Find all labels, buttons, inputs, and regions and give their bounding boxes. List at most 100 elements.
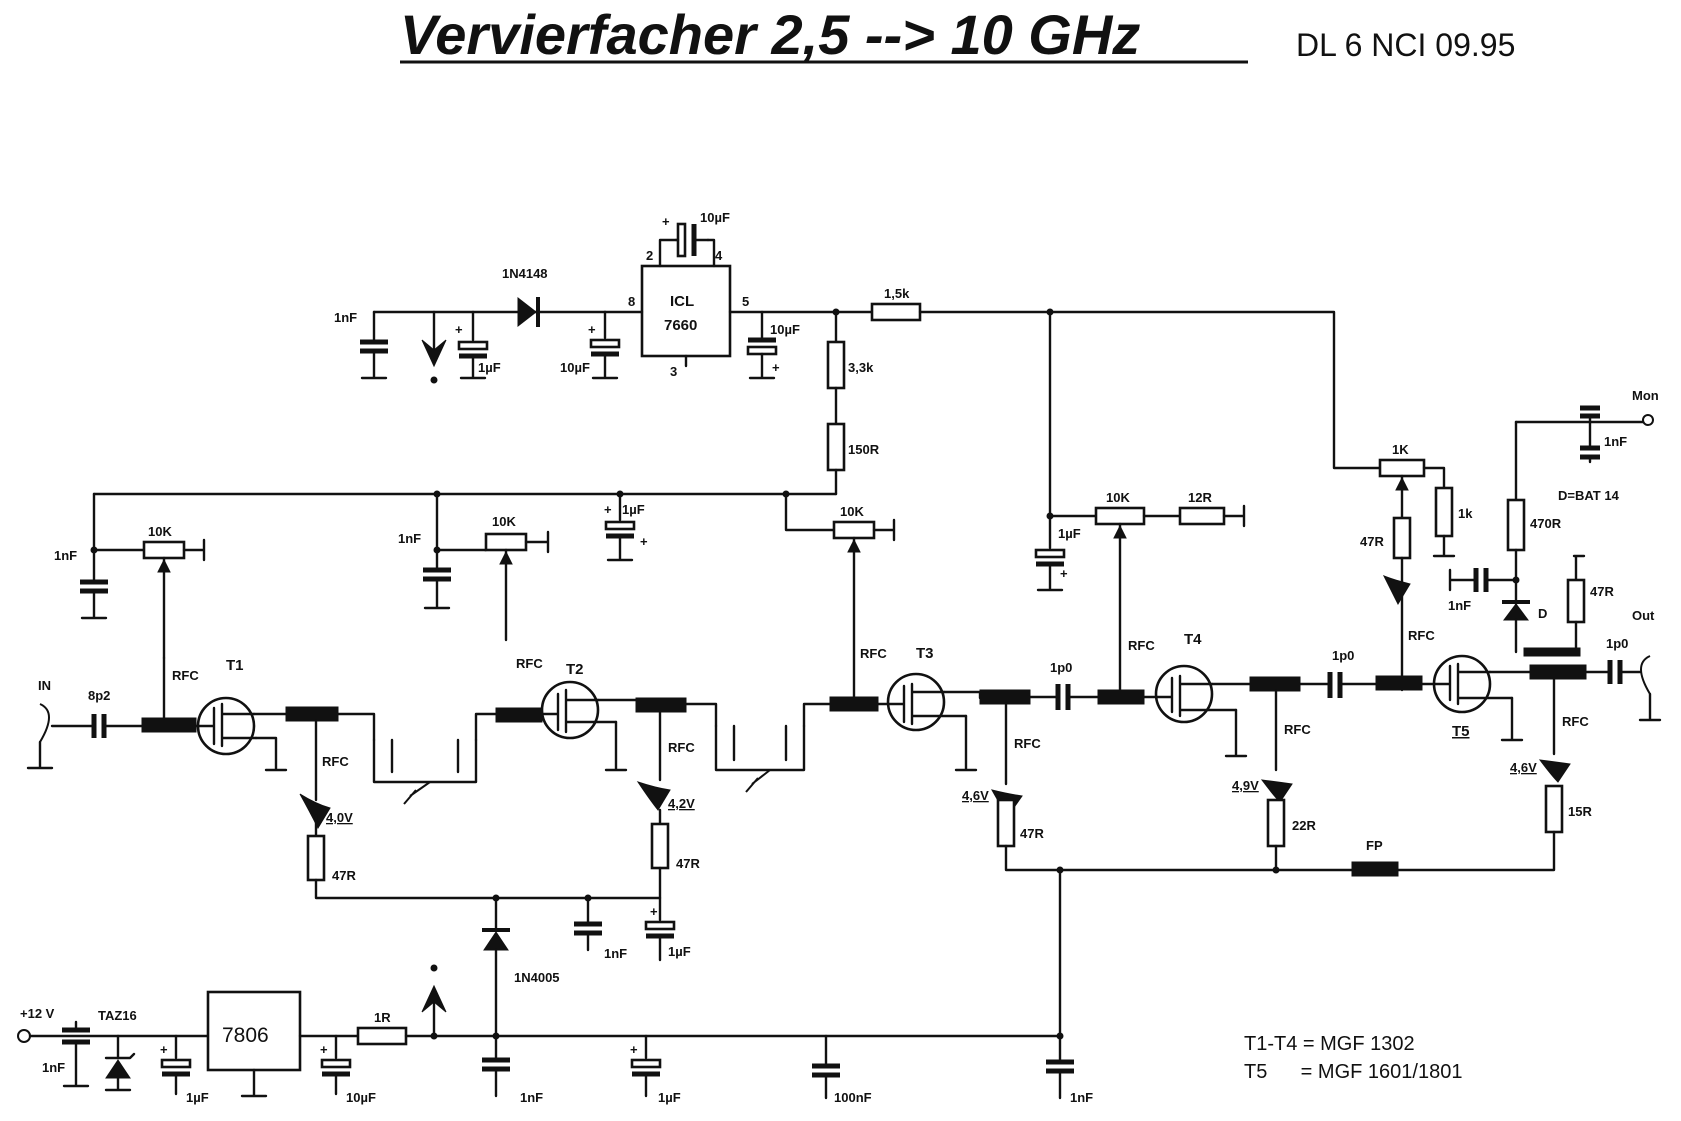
svg-text:RFC: RFC	[1562, 714, 1589, 729]
icl-pin4: 4	[715, 248, 723, 263]
svg-text:10K: 10K	[1106, 490, 1130, 505]
svg-text:+: +	[604, 502, 612, 517]
svg-text:+: +	[320, 1042, 328, 1057]
r-47R-t2	[650, 822, 670, 870]
r-1-5k-label: 1,5k	[884, 286, 910, 301]
negative-supply: 1nF + 1µF 1N4148 + 10µF ICL 7660 8 5 3 2…	[334, 210, 1382, 496]
title: Vervierfacher 2,5 --> 10 GHz	[400, 3, 1140, 66]
icl-label-2: 7660	[664, 317, 697, 334]
in-label: IN	[38, 678, 51, 693]
t4-t5-bias: 1µF + 10K 12R 1K 1k 47R	[1034, 308, 1473, 692]
svg-text:4,2V: 4,2V	[668, 796, 695, 811]
pot-10K-t2	[484, 532, 528, 552]
svg-text:+: +	[640, 534, 648, 549]
svg-text:1µF: 1µF	[658, 1090, 681, 1105]
transistor-t3	[886, 672, 946, 732]
svg-text:FP: FP	[1366, 838, 1383, 853]
drain-supply: 1nF + 1µF 1N4005 FP	[314, 830, 1556, 1038]
svg-text:1N4005: 1N4005	[514, 970, 560, 985]
monitor-detector: Mon 1nF D=BAT 14 470R 1nF D 47R	[1448, 388, 1659, 657]
feedthrough-fp	[1351, 861, 1399, 877]
svg-text:+: +	[588, 322, 596, 337]
icl-pin2: 2	[646, 248, 653, 263]
stripline-t1-gate	[141, 717, 197, 733]
pot-1K-t5	[1378, 458, 1426, 478]
svg-text:RFC: RFC	[172, 668, 199, 683]
svg-text:12R: 12R	[1188, 490, 1212, 505]
r-47R-t1	[306, 834, 326, 882]
svg-text:8p2: 8p2	[88, 688, 110, 703]
svg-text:100nF: 100nF	[834, 1090, 872, 1105]
svg-text:47R: 47R	[332, 868, 356, 883]
svg-text:1p0: 1p0	[1606, 636, 1628, 651]
c-10uF-label-b: 10µF	[700, 210, 730, 225]
d-type-label: D=BAT 14	[1558, 488, 1620, 503]
svg-text:470R: 470R	[1530, 516, 1562, 531]
svg-text:T1: T1	[226, 657, 244, 674]
pot-10K-t1	[142, 540, 186, 560]
detector-diode	[1503, 603, 1529, 621]
svg-text:1nF: 1nF	[1448, 598, 1471, 613]
svg-text:4,9V: 4,9V	[1232, 778, 1259, 793]
stripline-t1-drain	[285, 706, 339, 722]
diode-1N4148	[517, 296, 537, 328]
svg-text:1µF: 1µF	[668, 944, 691, 959]
svg-text:1µF: 1µF	[186, 1090, 209, 1105]
transistor-t4	[1154, 664, 1214, 724]
svg-text:RFC: RFC	[860, 646, 887, 661]
svg-text:1nF: 1nF	[604, 946, 627, 961]
r-47R-det	[1566, 578, 1586, 624]
r-150R	[826, 422, 846, 472]
regulator-7806	[206, 990, 302, 1072]
svg-text:10µF: 10µF	[346, 1090, 376, 1105]
svg-text:47R: 47R	[1020, 826, 1044, 841]
svg-text:T5: T5	[1452, 723, 1470, 740]
pot-10K-t3	[832, 520, 876, 540]
r-22R	[1266, 798, 1286, 848]
svg-text:RFC: RFC	[1408, 628, 1435, 643]
svg-text:T4: T4	[1184, 631, 1202, 648]
svg-text:4,6V: 4,6V	[1510, 760, 1537, 775]
r-15R	[1544, 784, 1564, 834]
svg-text:RFC: RFC	[322, 754, 349, 769]
svg-text:1nF: 1nF	[398, 531, 421, 546]
icl-pin8: 8	[628, 294, 635, 309]
svg-text:1nF: 1nF	[54, 548, 77, 563]
r-47R-t3	[996, 798, 1016, 848]
r-1k	[1434, 486, 1454, 538]
d-1N4148-label: 1N4148	[502, 266, 548, 281]
icl7660-ic	[640, 264, 732, 358]
svg-text:RFC: RFC	[1284, 722, 1311, 737]
svg-text:T3: T3	[916, 645, 934, 662]
r-470R	[1506, 498, 1526, 552]
power-input: +12 V 1nF TAZ16 + 1µF 7806 + 10µF 1R	[17, 964, 1093, 1105]
c-1uF-label-a: 1µF	[478, 360, 501, 375]
transistor-t2	[540, 680, 600, 740]
r-1R	[356, 1026, 408, 1046]
stripline-t3-drain	[979, 689, 1031, 705]
stripline-t5-drain	[1529, 664, 1587, 680]
svg-text:7806: 7806	[222, 1024, 269, 1047]
svg-text:+: +	[662, 214, 670, 229]
svg-text:+: +	[772, 360, 780, 375]
r-12R	[1178, 506, 1226, 526]
svg-text:+: +	[630, 1042, 638, 1057]
c-10uF-label-a: 10µF	[560, 360, 590, 375]
r-1-5k	[870, 302, 922, 322]
rf-chain: IN 8p2 RFC T1 RFC 4,0V 47R RFC T2	[26, 575, 1662, 883]
svg-text:TAZ16: TAZ16	[98, 1008, 137, 1023]
diode-1N4005	[483, 931, 509, 951]
stripline-t4-drain	[1249, 676, 1301, 692]
svg-text:4,6V: 4,6V	[962, 788, 989, 803]
stripline-t2-gate	[495, 707, 543, 723]
svg-text:RFC: RFC	[668, 740, 695, 755]
svg-text:10K: 10K	[492, 514, 516, 529]
svg-text:4,0V: 4,0V	[326, 810, 353, 825]
svg-text:T2: T2	[566, 661, 584, 678]
icl-pin5: 5	[742, 294, 749, 309]
neg-out-arrow-icon	[421, 339, 447, 368]
r-150R-label: 150R	[848, 442, 880, 457]
svg-text:+: +	[455, 322, 463, 337]
note-t1-t4: T1-T4 = MGF 1302	[1244, 1033, 1415, 1055]
